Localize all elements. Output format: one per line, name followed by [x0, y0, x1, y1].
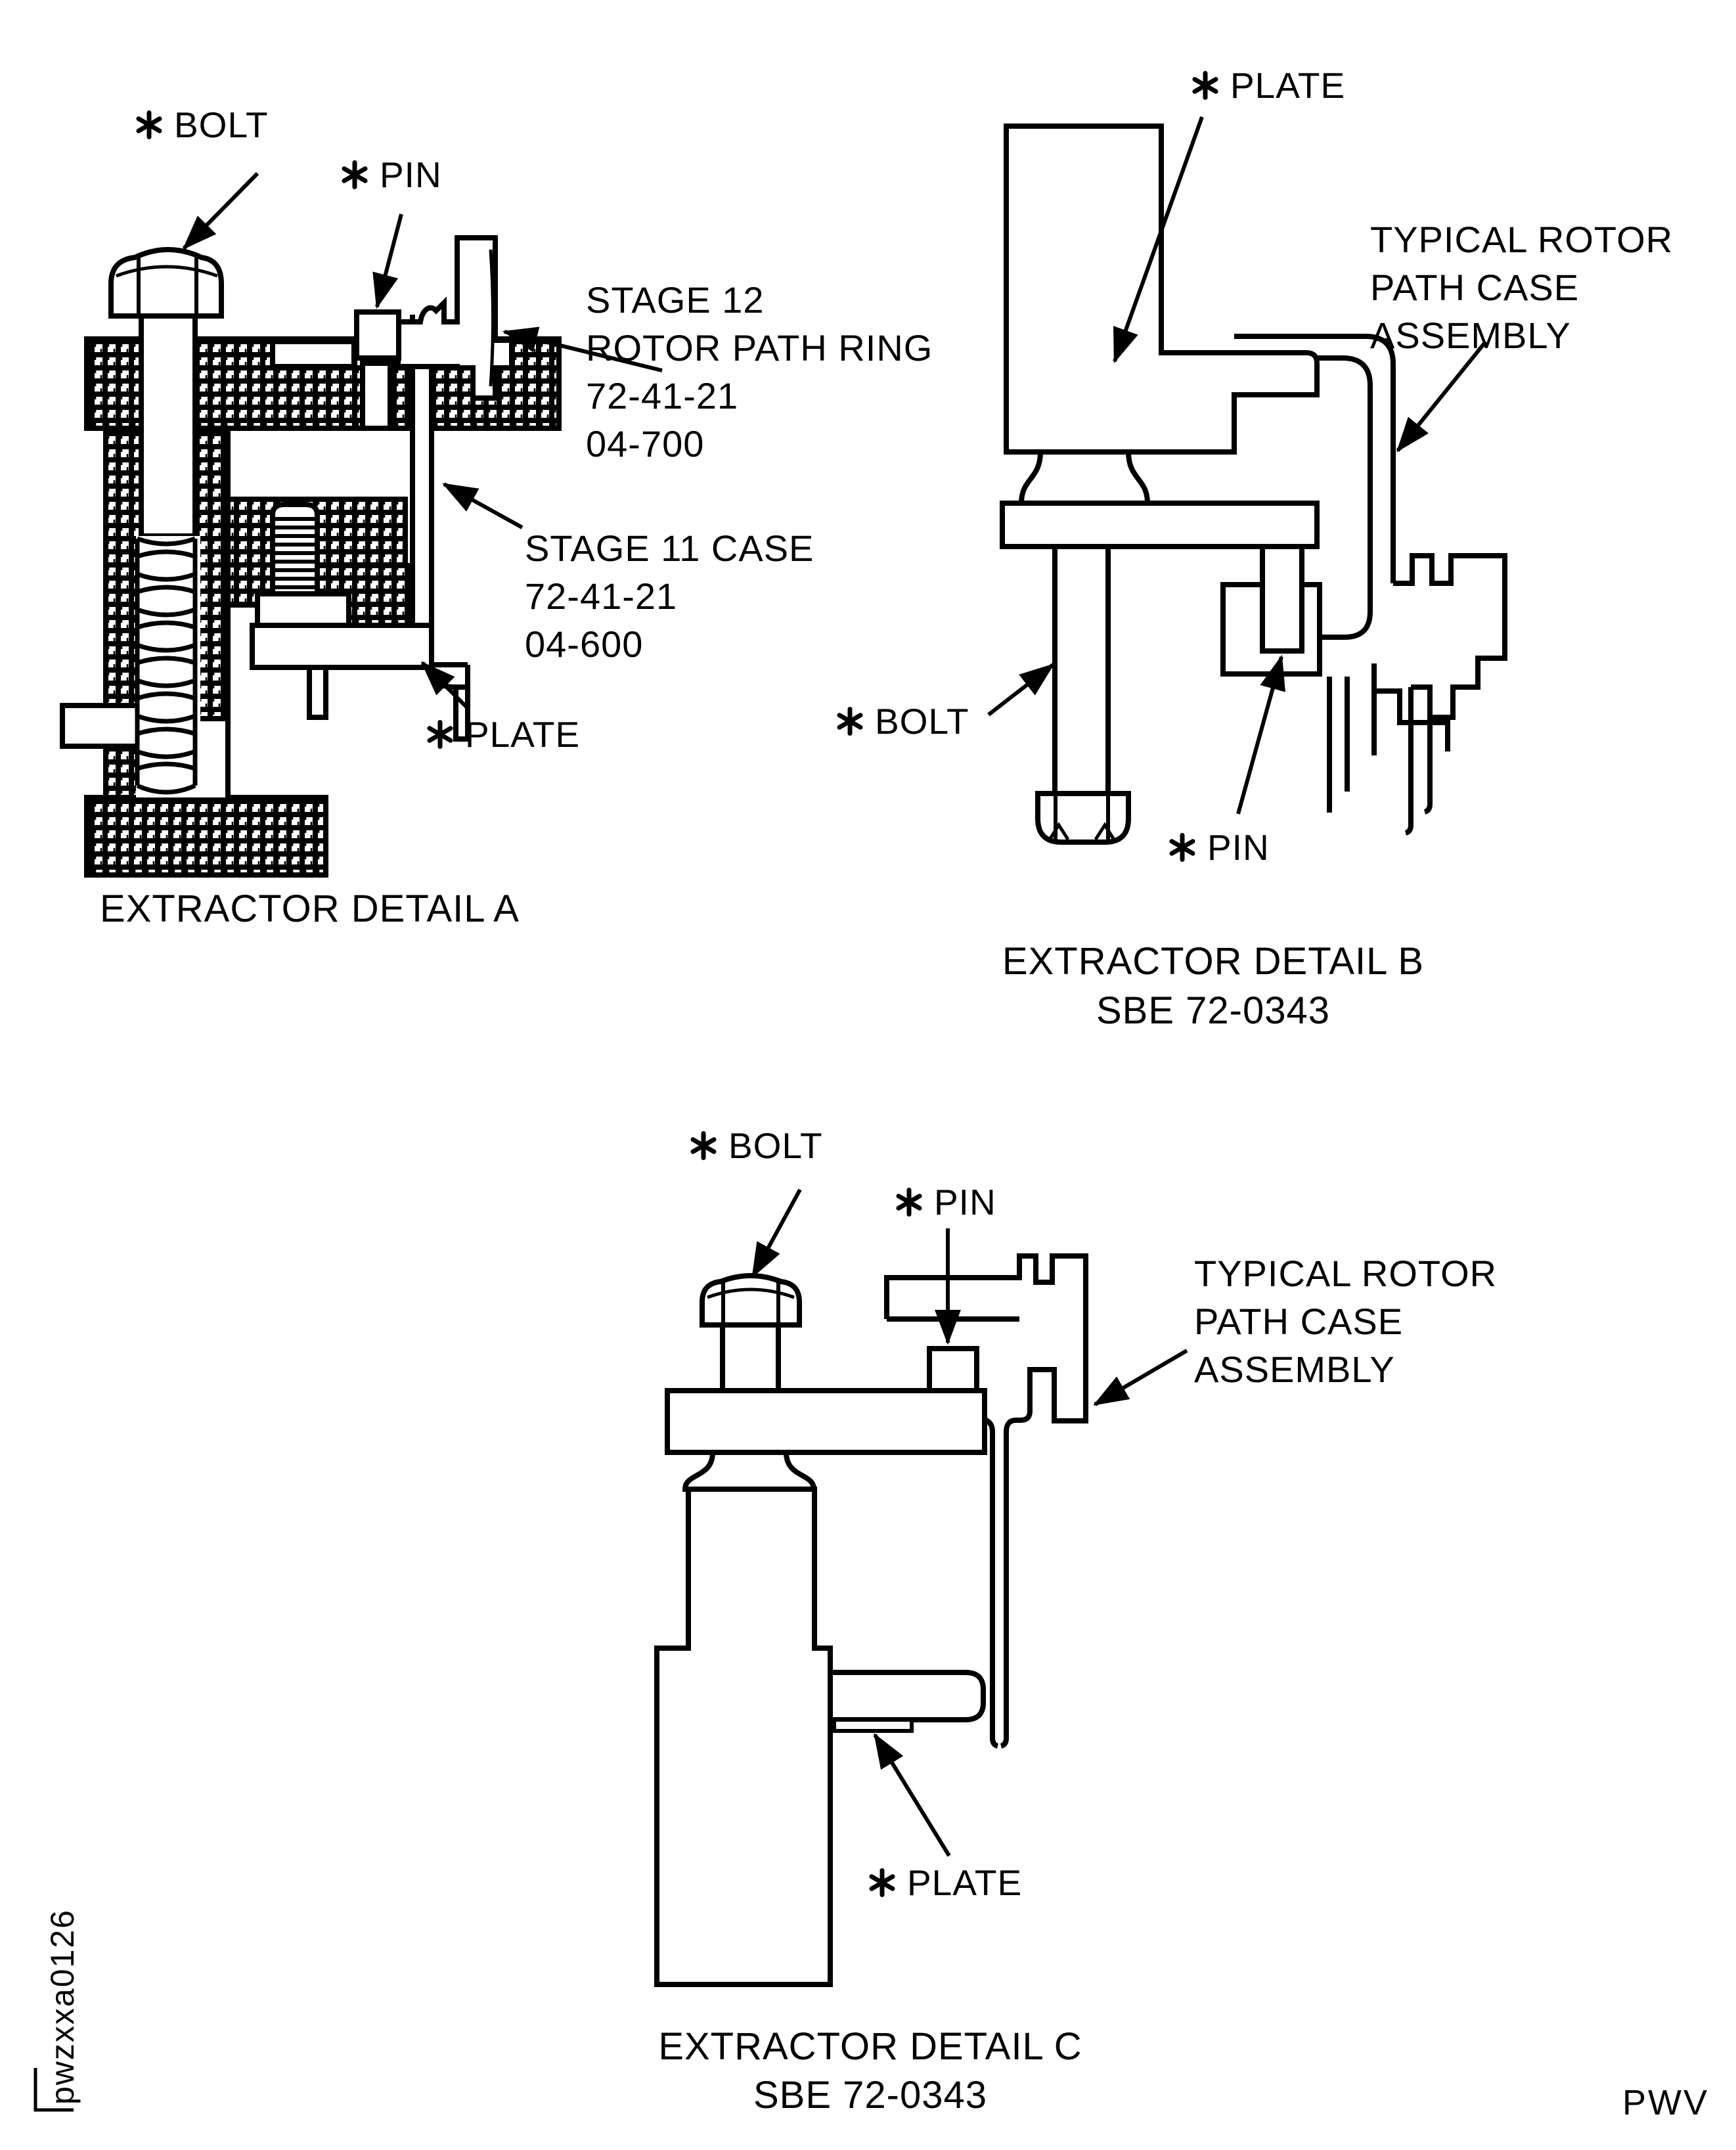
asterisk-icon: [340, 159, 369, 190]
subtitle-detail-b: SBE 72-0343: [1096, 989, 1331, 1032]
asterisk-icon: [426, 719, 455, 750]
doc-code: pwzxxa0126: [44, 1909, 81, 2105]
detail-b-arrows: [987, 116, 1488, 815]
label-bolt-a: BOLT: [135, 104, 269, 146]
title-detail-a: EXTRACTOR DETAIL A: [100, 887, 520, 930]
asterisk-icon: [689, 1130, 718, 1161]
neck-c: [682, 1450, 817, 1492]
asterisk-icon: [135, 109, 164, 141]
subtitle-detail-c: SBE 72-0343: [753, 2074, 988, 2116]
label-bolt-b: BOLT: [835, 700, 969, 742]
corner-bracket-icon: [33, 2068, 74, 2112]
asterisk-icon: [1168, 832, 1197, 863]
extractor-bar-c: [665, 1388, 987, 1455]
pin-clearance-slot: [360, 361, 393, 431]
neck-b: [1018, 449, 1151, 506]
bolt-a: [108, 247, 224, 795]
title-detail-c: EXTRACTOR DETAIL C: [658, 2025, 1082, 2068]
asterisk-icon: [868, 1867, 897, 1898]
label-plate-a: PLATE: [426, 713, 580, 755]
label-pin-a: PIN: [340, 154, 442, 196]
label-bolt-c: BOLT: [689, 1125, 823, 1167]
label-pin-c: PIN: [895, 1181, 996, 1223]
label-plate-c: PLATE: [868, 1862, 1022, 1904]
note-rotor-case-b: TYPICAL ROTOR PATH CASE ASSEMBLY: [1370, 219, 1674, 356]
detail-b-drawing: [987, 116, 1507, 845]
plate-b: [1004, 123, 1320, 455]
asterisk-icon: [895, 1186, 924, 1218]
pin-c: [927, 1346, 979, 1393]
extractor-bar-b: [1000, 501, 1320, 549]
stage12-rotor-path-ring: [270, 235, 514, 401]
bolt-threads: [135, 536, 198, 795]
plate-lip-c: [832, 1718, 914, 1733]
pin-a: [354, 309, 401, 361]
asterisk-icon: [1191, 70, 1220, 101]
bolt-c: [700, 1273, 802, 1393]
bolt-b: [1035, 547, 1131, 845]
body-block-c: [654, 1487, 833, 1987]
note-stage12-ring: STAGE 12 ROTOR PATH RING 72-41-21 04-700: [586, 279, 933, 464]
label-plate-b: PLATE: [1191, 64, 1345, 106]
note-rotor-case-c: TYPICAL ROTOR PATH CASE ASSEMBLY: [1194, 1253, 1498, 1390]
plate-c: [828, 1670, 986, 1722]
detail-a-arrows: [182, 171, 663, 710]
detail-a-drawing: [60, 171, 663, 878]
plate-a: [250, 623, 434, 670]
title-detail-b: EXTRACTOR DETAIL B: [1002, 940, 1425, 983]
detail-c-arrows: [751, 1188, 1188, 1857]
pin-b: [1260, 544, 1304, 654]
detail-c-drawing: [654, 1188, 1188, 1987]
note-stage11-case: STAGE 11 CASE 72-41-21 04-600: [525, 527, 814, 665]
label-pin-b: PIN: [1168, 826, 1270, 868]
asterisk-icon: [835, 705, 864, 737]
case-tab: [307, 665, 328, 720]
stud: [255, 502, 351, 628]
page-ref: PWV: [1622, 2083, 1710, 2122]
rotor-path-case-b: [1234, 334, 1507, 836]
